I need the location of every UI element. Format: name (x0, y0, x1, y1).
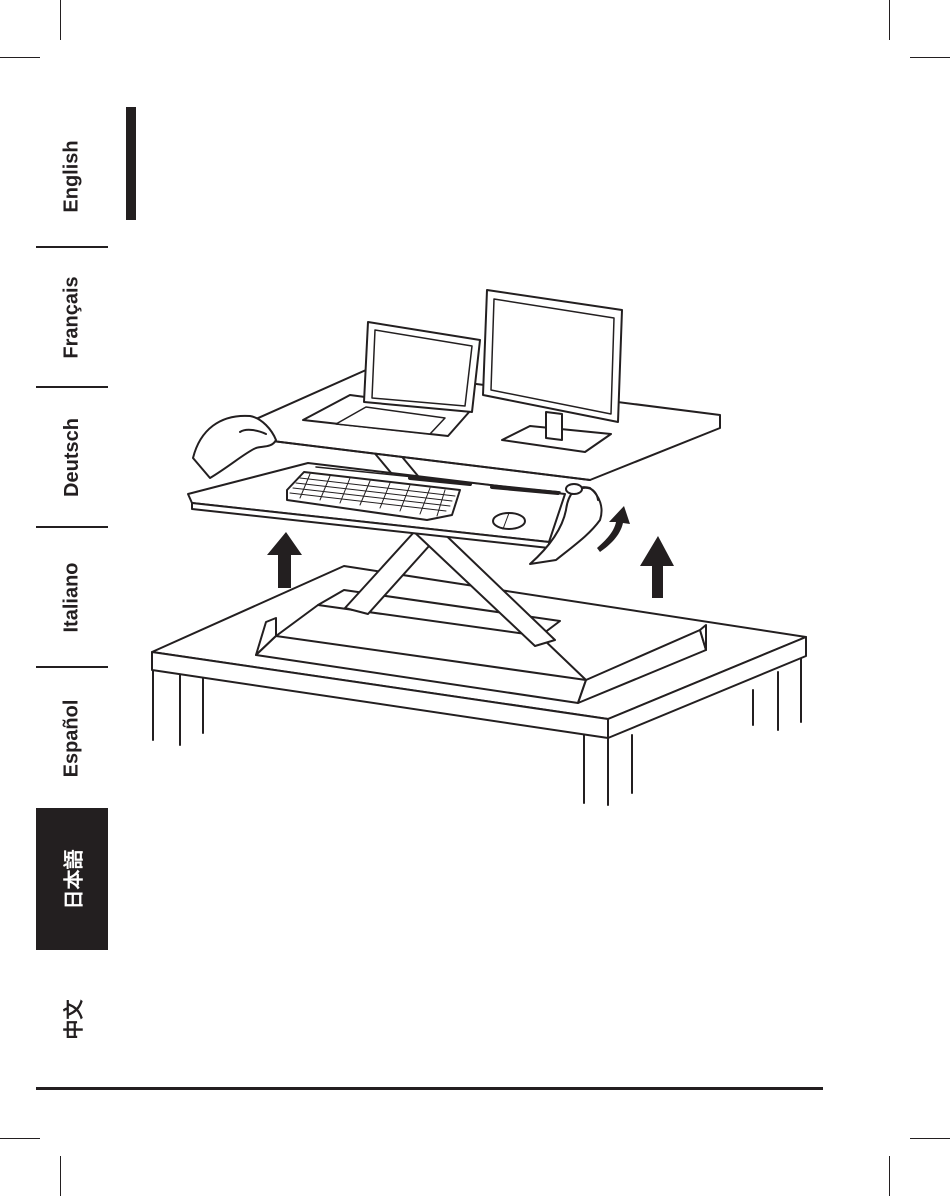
lang-tab-label: Español (61, 699, 84, 777)
keyboard-tray (188, 463, 565, 548)
lang-tab-deutsch[interactable]: Deutsch (36, 388, 108, 526)
lang-tab-label: Italiano (60, 562, 83, 632)
crop-mark-top-right-v (889, 0, 890, 40)
crop-mark-top-left-v (60, 0, 61, 40)
crop-mark-top-right-h (910, 57, 950, 58)
lang-tab-label: 日本語 (58, 849, 87, 909)
crop-mark-bottom-left-v (60, 1156, 61, 1196)
lang-tab-label: 中文 (58, 999, 87, 1039)
laptop (303, 322, 480, 436)
footer-rule (36, 1087, 823, 1090)
up-arrow-right-icon (640, 536, 674, 598)
crop-mark-bottom-left-h (0, 1138, 40, 1139)
crop-mark-bottom-right-v (889, 1156, 890, 1196)
lang-tab-label: Deutsch (61, 418, 84, 497)
desk-converter-illustration (140, 280, 810, 810)
lang-tab-japanese[interactable]: 日本語 (36, 808, 108, 950)
crop-mark-bottom-right-h (910, 1138, 950, 1139)
lang-tab-english[interactable]: English (36, 107, 108, 245)
lang-tab-espanol[interactable]: Español (36, 668, 108, 808)
lang-tab-italiano[interactable]: Italiano (36, 528, 108, 666)
up-arrow-left-icon (267, 532, 302, 588)
section-marker-bar (126, 107, 136, 220)
lang-tab-francais[interactable]: Français (36, 248, 108, 386)
crop-mark-top-left-h (0, 57, 40, 58)
lang-tab-label: English (61, 140, 84, 212)
lang-tab-label: Français (61, 276, 84, 358)
lang-tab-chinese[interactable]: 中文 (36, 950, 108, 1088)
